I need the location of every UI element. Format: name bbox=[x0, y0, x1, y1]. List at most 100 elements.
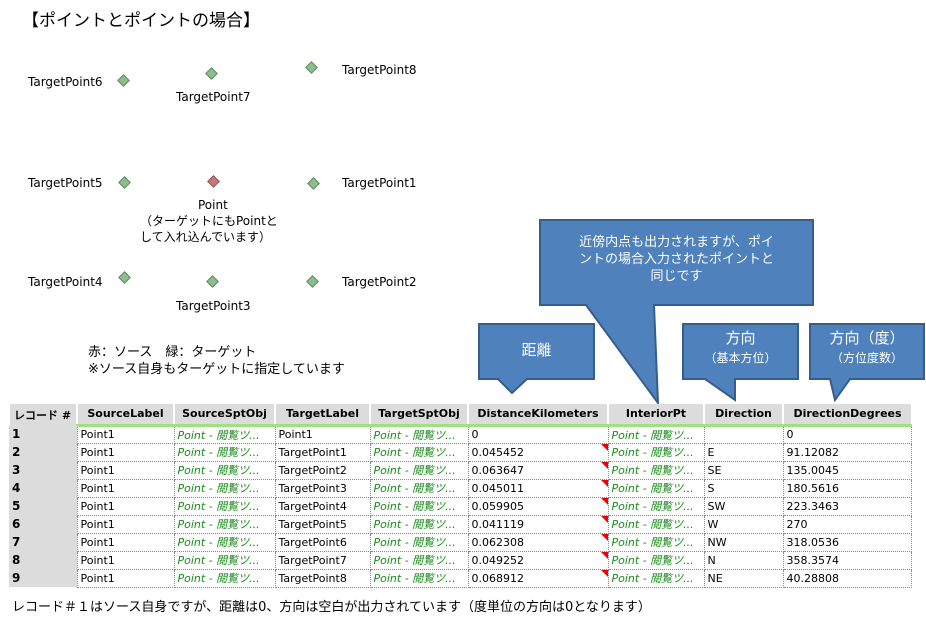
table-cell[interactable]: TargetPoint7 bbox=[274, 550, 371, 570]
legend-line-1: 赤：ソース 緑：ターゲット bbox=[88, 345, 257, 360]
column-header[interactable]: TargetLabel bbox=[274, 404, 370, 427]
column-header[interactable]: InteriorPt bbox=[607, 404, 704, 427]
column-header[interactable]: レコード # bbox=[8, 404, 77, 425]
table-cell[interactable]: Point - 閲覧ツ... bbox=[173, 532, 276, 552]
table-cell[interactable]: Point1 bbox=[76, 496, 175, 516]
table-cell[interactable]: 0 bbox=[782, 424, 912, 444]
table-cell[interactable]: Point - 閲覧ツ... bbox=[369, 568, 469, 588]
table-cell[interactable]: 1 bbox=[9, 425, 77, 443]
column-header[interactable]: DirectionDegrees bbox=[782, 404, 911, 427]
table-cell[interactable]: 0 bbox=[467, 424, 609, 444]
table-cell[interactable]: 2 bbox=[9, 443, 77, 461]
table-cell[interactable]: 5 bbox=[9, 497, 77, 515]
table-cell[interactable]: Point - 閲覧ツ... bbox=[369, 478, 469, 498]
table-cell[interactable]: Point - 閲覧ツ... bbox=[173, 442, 276, 462]
table-cell[interactable]: S bbox=[703, 478, 784, 498]
table-cell[interactable]: SE bbox=[703, 460, 784, 480]
column-header[interactable]: Direction bbox=[703, 404, 783, 427]
table-cell[interactable]: Point - 閲覧ツ... bbox=[607, 424, 705, 444]
table-cell[interactable]: TargetPoint4 bbox=[274, 496, 371, 516]
table-cell[interactable]: 3 bbox=[9, 461, 77, 479]
table-cell[interactable]: TargetPoint3 bbox=[274, 478, 371, 498]
table-cell[interactable]: Point - 閲覧ツ... bbox=[369, 532, 469, 552]
table-cell[interactable]: Point1 bbox=[76, 514, 175, 534]
table-cell[interactable]: E bbox=[703, 442, 784, 462]
table-cell[interactable]: 0.068912 bbox=[467, 568, 609, 588]
table-cell[interactable]: NW bbox=[703, 532, 784, 552]
table-cell[interactable]: 40.28808 bbox=[782, 568, 912, 588]
table-cell[interactable]: TargetPoint1 bbox=[274, 442, 371, 462]
column-header[interactable]: SourceSptObj bbox=[173, 404, 275, 427]
table-cell[interactable]: Point - 閲覧ツ... bbox=[369, 442, 469, 462]
table-cell[interactable]: Point - 閲覧ツ... bbox=[369, 496, 469, 516]
table-cell[interactable]: 9 bbox=[9, 569, 77, 587]
table-cell[interactable]: Point - 閲覧ツ... bbox=[607, 496, 705, 516]
column-header[interactable]: SourceLabel bbox=[76, 404, 174, 427]
table-cell[interactable]: 8 bbox=[9, 551, 77, 569]
column-header[interactable]: DistanceKilometers bbox=[467, 404, 608, 427]
table-cell[interactable]: Point - 閲覧ツ... bbox=[173, 568, 276, 588]
table-cell[interactable]: 0.045011 bbox=[467, 478, 609, 498]
table-cell[interactable]: Point - 閲覧ツ... bbox=[607, 514, 705, 534]
table-cell[interactable]: Point1 bbox=[76, 424, 175, 444]
table-cell[interactable]: 270 bbox=[782, 514, 912, 534]
table-cell[interactable]: Point - 閲覧ツ... bbox=[369, 460, 469, 480]
table-cell[interactable]: Point - 閲覧ツ... bbox=[173, 514, 276, 534]
table-cell[interactable]: Point - 閲覧ツ... bbox=[173, 478, 276, 498]
table-cell[interactable]: Point - 閲覧ツ... bbox=[173, 460, 276, 480]
table-cell[interactable]: 0.041119 bbox=[467, 514, 609, 534]
table-cell[interactable]: Point1 bbox=[76, 532, 175, 552]
table-cell[interactable]: N bbox=[703, 550, 784, 570]
table-cell[interactable]: Point1 bbox=[76, 568, 175, 588]
table-cell[interactable]: 358.3574 bbox=[782, 550, 912, 570]
table-cell[interactable]: W bbox=[703, 514, 784, 534]
table-cell[interactable]: Point1 bbox=[76, 550, 175, 570]
table-cell[interactable]: NE bbox=[703, 568, 784, 588]
table-cell[interactable]: 0.049252 bbox=[467, 550, 609, 570]
table-cell[interactable]: Point - 閲覧ツ... bbox=[369, 424, 469, 444]
table-cell[interactable]: 180.5616 bbox=[782, 478, 912, 498]
table-cell[interactable]: Point - 閲覧ツ... bbox=[173, 550, 276, 570]
table-cell[interactable]: Point - 閲覧ツ... bbox=[607, 460, 705, 480]
table-cell[interactable]: Point - 閲覧ツ... bbox=[369, 550, 469, 570]
table-cell[interactable]: TargetPoint5 bbox=[274, 514, 371, 534]
table-cell[interactable]: 135.0045 bbox=[782, 460, 912, 480]
table-cell[interactable]: 91.12082 bbox=[782, 442, 912, 462]
table-cell[interactable]: Point1 bbox=[274, 424, 371, 444]
table-cell[interactable]: Point - 閲覧ツ... bbox=[369, 514, 469, 534]
table-cell[interactable] bbox=[703, 424, 784, 444]
table-cell[interactable]: Point - 閲覧ツ... bbox=[607, 478, 705, 498]
table-cell[interactable]: TargetPoint6 bbox=[274, 532, 371, 552]
table-cell[interactable]: 0.062308 bbox=[467, 532, 609, 552]
table-cell[interactable]: 0.045452 bbox=[467, 442, 609, 462]
table-cell[interactable]: TargetPoint2 bbox=[274, 460, 371, 480]
table-cell[interactable]: Point - 閲覧ツ... bbox=[607, 532, 705, 552]
table-cell[interactable]: 223.3463 bbox=[782, 496, 912, 516]
table-cell[interactable]: 4 bbox=[9, 479, 77, 497]
table-cell[interactable]: Point1 bbox=[76, 478, 175, 498]
table-cell[interactable]: 318.0536 bbox=[782, 532, 912, 552]
table-cell[interactable]: 7 bbox=[9, 533, 77, 551]
table-cell[interactable]: 6 bbox=[9, 515, 77, 533]
column-header[interactable]: TargetSptObj bbox=[369, 404, 468, 427]
table-cell[interactable]: Point - 閲覧ツ... bbox=[607, 568, 705, 588]
table-cell[interactable]: Point - 閲覧ツ... bbox=[607, 442, 705, 462]
table-cell[interactable]: Point - 閲覧ツ... bbox=[173, 424, 276, 444]
table-cell[interactable]: TargetPoint8 bbox=[274, 568, 371, 588]
table-cell[interactable]: Point - 閲覧ツ... bbox=[607, 550, 705, 570]
table-cell[interactable]: SW bbox=[703, 496, 784, 516]
table-cell[interactable]: 0.063647 bbox=[467, 460, 609, 480]
table-cell[interactable]: Point - 閲覧ツ... bbox=[173, 496, 276, 516]
table-cell[interactable]: Point1 bbox=[76, 460, 175, 480]
table-cell[interactable]: 0.059905 bbox=[467, 496, 609, 516]
table-cell[interactable]: Point1 bbox=[76, 442, 175, 462]
